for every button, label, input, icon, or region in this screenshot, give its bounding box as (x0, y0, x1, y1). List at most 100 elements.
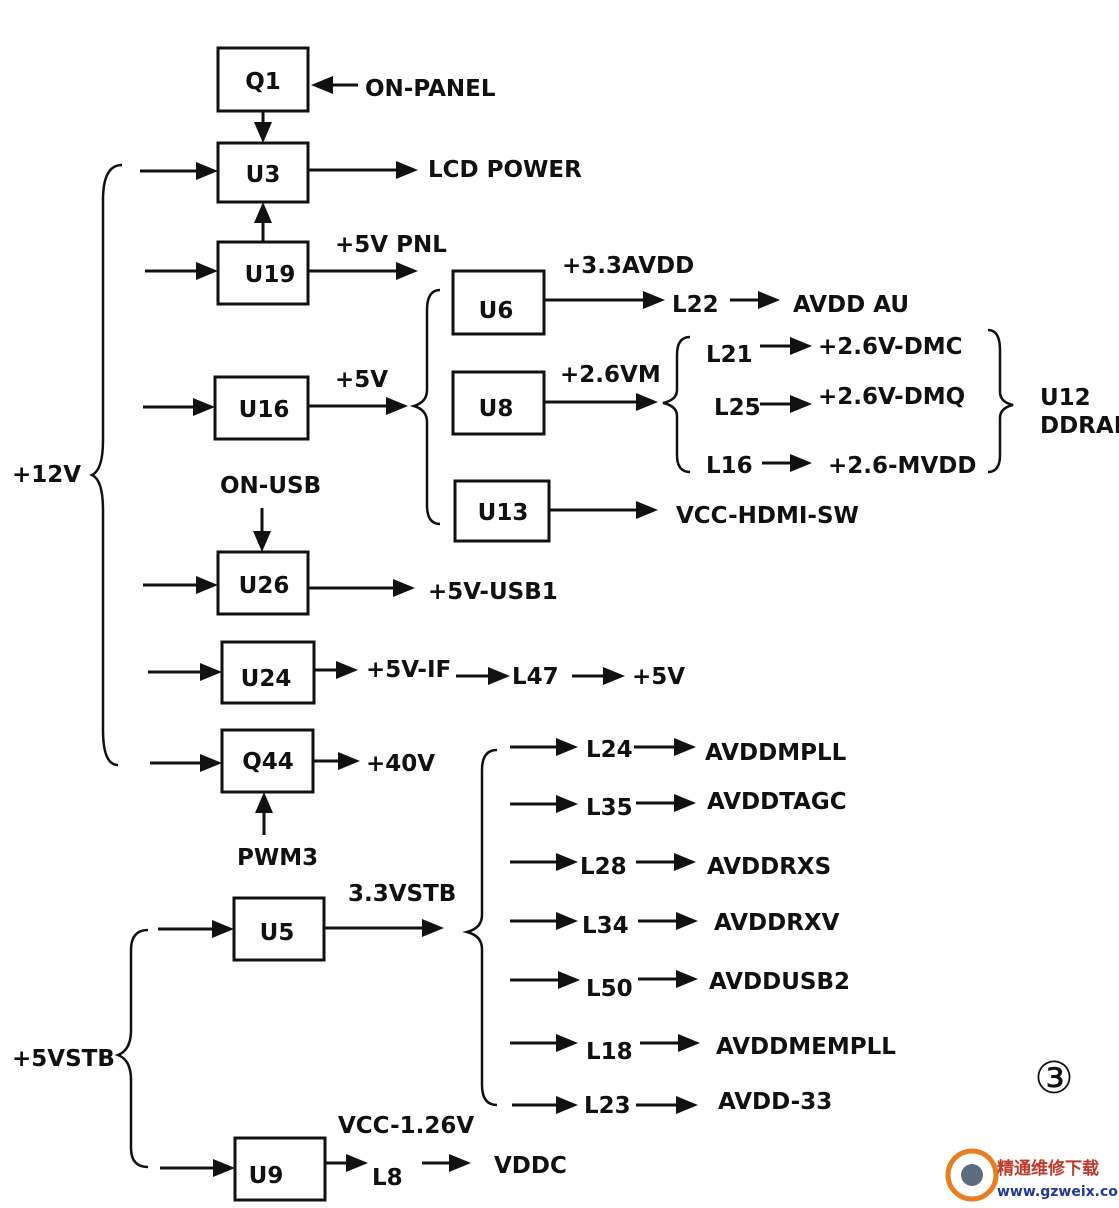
block-u3-label: U3 (246, 162, 281, 188)
u5-in-arrow (212, 920, 234, 938)
stb-output-row: L18 AVDDMEMPLL (510, 1034, 896, 1065)
p5v-pnl-label: +5V PNL (335, 232, 447, 258)
u13-out-arrow (636, 501, 658, 519)
stb-l34-in-arrow (556, 912, 578, 930)
block-u26 (216, 550, 310, 616)
p33avdd-label: +3.3AVDD (562, 253, 694, 279)
stb-l34-label: L34 (582, 913, 629, 939)
p26vm-label: +2.6VM (560, 362, 661, 388)
block-u8-label: U8 (479, 396, 514, 422)
stb-l35-label: L35 (586, 795, 633, 821)
u19-u3-arrow (254, 202, 272, 223)
dmq-label: +2.6V-DMQ (818, 384, 965, 410)
rail-12v-brace (88, 163, 123, 767)
u24-out-arrow (336, 661, 358, 679)
mvdd-label: +2.6-MVDD (828, 453, 976, 479)
stb-l24-in-arrow (556, 738, 578, 756)
block-u24 (220, 640, 316, 705)
stb-l34-net: AVDDRXV (714, 910, 840, 936)
u3-out-arrow (396, 161, 418, 179)
l25-label: L25 (714, 395, 761, 421)
l22-label: L22 (672, 292, 719, 318)
u16-out-arrow (386, 397, 408, 415)
block-u5-label: U5 (260, 920, 295, 946)
p5v-brace (409, 288, 441, 526)
stb-l24-out-arrow (674, 738, 696, 756)
u5-out-arrow (422, 919, 444, 937)
u16-in-arrow (193, 398, 215, 416)
u3-in-arrow (196, 162, 218, 180)
l16-label: L16 (706, 453, 753, 479)
vddc-label: VDDC (494, 1153, 567, 1179)
stb-l35-out-arrow (674, 794, 696, 812)
l8-out-arrow (449, 1154, 471, 1172)
p40v-label: +40V (366, 751, 435, 777)
v33stb-brace (462, 748, 498, 1107)
block-u13-label: U13 (478, 500, 529, 526)
block-q44-label: Q44 (242, 749, 294, 775)
watermark-logo: 精通维修下载 www.gzweix.com (945, 1148, 1119, 1202)
p5v-if-label: +5V-IF (366, 657, 451, 683)
l21-out-arrow (790, 337, 812, 355)
u26-in-arrow (196, 576, 218, 594)
block-u16 (213, 375, 310, 441)
stb-l24-net: AVDDMPLL (705, 740, 847, 766)
stb-l28-label: L28 (580, 854, 627, 880)
stb-l50-in-arrow (558, 971, 580, 989)
q1-u3-arrow (254, 122, 272, 143)
l8-label: L8 (372, 1165, 403, 1191)
p5v-usb1-label: +5V-USB1 (428, 579, 558, 605)
l22-out-arrow (758, 291, 780, 309)
stb-l24-label: L24 (586, 737, 633, 763)
l25-out-arrow (790, 395, 812, 413)
block-u6 (451, 269, 546, 336)
stb-l50-net: AVDDUSB2 (709, 969, 850, 995)
pwm3-arrow (255, 792, 273, 813)
u9-in-arrow (213, 1159, 235, 1177)
p26vm-brace (662, 335, 691, 474)
stb-output-row: L24 AVDDMPLL (510, 737, 847, 766)
stb-output-row: L34 AVDDRXV (510, 910, 840, 939)
block-u19 (216, 240, 310, 306)
block-q1-label: Q1 (245, 69, 281, 95)
dmc-label: +2.6V-DMC (818, 334, 963, 360)
stb-output-row: L28 AVDDRXS (510, 853, 831, 880)
u19-in-arrow (196, 262, 218, 280)
stb-output-row: L35 AVDDTAGC (510, 789, 847, 821)
l47-label: L47 (512, 664, 559, 690)
q44-in-arrow (200, 754, 222, 772)
stb-l18-label: L18 (586, 1039, 633, 1065)
stb-l23-label: L23 (584, 1093, 631, 1119)
stb-l23-in-arrow (556, 1096, 578, 1114)
lcd-power-label: LCD POWER (428, 157, 582, 183)
stb-l50-out-arrow (676, 970, 698, 988)
p5v-out-label: +5V (632, 664, 685, 690)
u19-out-arrow (396, 262, 418, 280)
block-u26-label: U26 (239, 573, 290, 599)
u8-out-arrow (636, 393, 658, 411)
stb-l18-net: AVDDMEMPLL (716, 1034, 896, 1060)
stb-l34-out-arrow (676, 912, 698, 930)
ddram-label: DDRAM (1040, 413, 1119, 439)
stb-l18-in-arrow (556, 1034, 578, 1052)
l47-out-arrow (603, 667, 625, 685)
l16-out-arrow (790, 454, 812, 472)
ddram-brace (987, 328, 1014, 474)
block-u6-label: U6 (479, 298, 514, 324)
stb-l28-in-arrow (556, 853, 578, 871)
vcc126-label: VCC-1.26V (338, 1113, 474, 1139)
v33stb-label: 3.3VSTB (348, 881, 456, 907)
p5v-if-arrow (488, 667, 510, 685)
l21-label: L21 (706, 342, 753, 368)
block-u9-label: U9 (249, 1163, 284, 1189)
rail-12v-label: +12V (12, 462, 81, 488)
u9-out-arrow (346, 1154, 368, 1172)
stb-l23-out-arrow (676, 1096, 698, 1114)
p5v-label: +5V (335, 367, 388, 393)
stb-l50-label: L50 (586, 976, 633, 1002)
watermark-eye-icon (961, 1164, 983, 1186)
u6-out-arrow (643, 291, 665, 309)
pwm3-label: PWM3 (237, 845, 318, 871)
vcc-hdmi-sw-label: VCC-HDMI-SW (676, 503, 859, 529)
